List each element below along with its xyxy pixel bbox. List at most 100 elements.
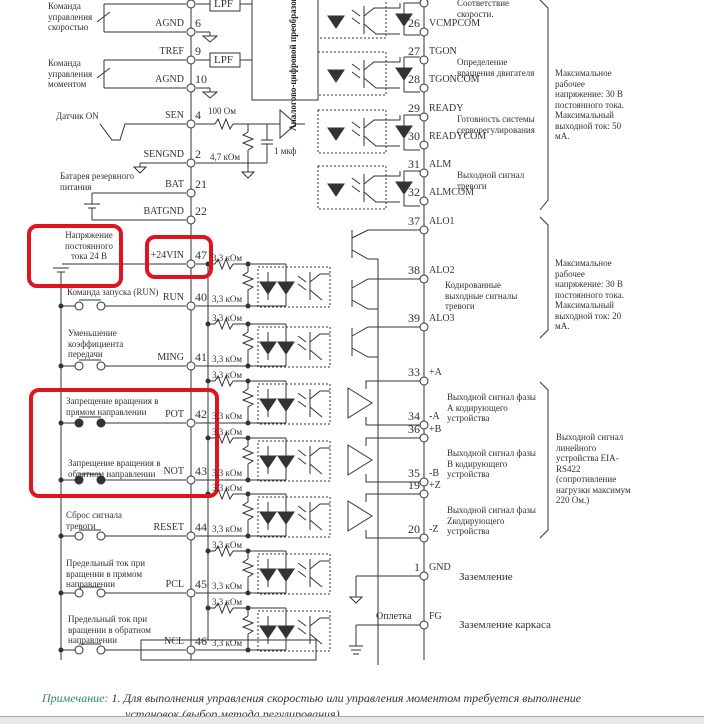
switch-contact	[96, 418, 106, 428]
light-arrow-icon	[297, 275, 307, 291]
desc-ready: Готовность системы сервoрегулирования	[457, 114, 535, 135]
pin-signal-label: BAT	[165, 179, 184, 190]
pin-number: 36	[408, 422, 420, 436]
ground-icon	[132, 166, 148, 174]
line-driver-icon	[347, 500, 373, 532]
switch-contact	[96, 645, 106, 655]
desc-alm: Выходной сигнал тревоги	[457, 170, 525, 191]
pin-signal-label: POT	[165, 409, 184, 420]
label-ncl: Предельный ток при вращении в обратном н…	[68, 614, 151, 645]
led-icon	[327, 15, 345, 29]
optocoupler-box	[257, 610, 331, 652]
resistor-value: 3,3 кОм	[212, 483, 243, 493]
pin-number: 20	[408, 522, 420, 536]
desc-fg: Заземление каркаса	[459, 619, 551, 631]
pin-number: 32	[408, 185, 420, 199]
pin-number: 37	[408, 214, 420, 228]
light-arrow-icon	[297, 562, 307, 578]
brace-note-1: Максимальное рабочее напряжение: 30 В по…	[555, 68, 624, 141]
pin-number: 42	[195, 407, 207, 421]
resistor-icon	[214, 601, 234, 615]
switch-contact	[74, 418, 84, 428]
phototransistor-icon	[309, 389, 330, 418]
pin-signal-label: ALM	[429, 159, 452, 170]
resistor-value: 3,3 кОм	[212, 411, 243, 421]
pin-number: 30	[408, 129, 420, 143]
label-pot: Запрещение вращения в прямом направлении	[66, 396, 159, 417]
resistor-icon	[214, 544, 234, 558]
resistor-icon	[241, 501, 255, 536]
pin-number: 27	[408, 44, 420, 58]
resistor-value: 3,3 кОм	[212, 597, 243, 607]
pin-number: 2	[195, 147, 201, 161]
phototransistor-icon	[363, 3, 401, 35]
resistor-value: 3,3 кОм	[212, 313, 243, 323]
desc-braid: Оплетка	[376, 611, 412, 622]
light-arrow-icon	[351, 177, 361, 193]
pin-signal-label: PCL	[165, 579, 184, 590]
potentiometer-icon	[96, 67, 111, 79]
desc-gnd: Заземление	[459, 571, 513, 583]
resistor-icon	[214, 317, 234, 331]
label-pcl: Предельный ток при вращении в прямом нап…	[66, 558, 146, 589]
phototransistor-icon	[309, 502, 330, 531]
pin-number: 4	[195, 108, 201, 122]
pin-number: 40	[195, 290, 207, 304]
ground-icon	[201, 91, 219, 99]
switch-contact	[74, 475, 84, 485]
resistor-icon	[241, 445, 255, 480]
optocoupler-box	[257, 553, 331, 595]
pin-signal-label: ALO1	[429, 216, 455, 227]
desc-vcmp: Соответствие скорости.	[457, 0, 510, 19]
label-not: Запрещение вращения в обратном направлен…	[68, 458, 161, 479]
highlight-pot-not	[29, 388, 219, 498]
lpf-label: LPF	[214, 54, 233, 66]
pin-number: 28	[408, 72, 420, 86]
light-arrow-icon	[297, 449, 307, 465]
desc-alo: Кодированные выходные сигналы тревоги	[445, 280, 518, 311]
optocoupler-box	[317, 165, 387, 210]
pin-number: 35	[408, 466, 420, 480]
pin-number: 46	[195, 634, 207, 648]
resistor-value: 3,3 кОм	[212, 524, 243, 534]
sensor-transistor	[99, 123, 186, 141]
pin-signal-label: +Z	[429, 480, 441, 491]
pin-signal-label: BATGND	[143, 206, 184, 217]
pin-signal-label: +24VIN	[150, 250, 184, 261]
ground-icon	[240, 171, 256, 179]
optocoupler-box	[317, 51, 387, 96]
resistor-icon	[214, 374, 234, 388]
resistor-value: 3,3 кОм	[212, 638, 243, 648]
pin-number: 33	[408, 365, 420, 379]
phototransistor-icon	[309, 559, 330, 588]
resistor-value: 100 Ом	[208, 106, 236, 116]
pin-signal-label: RESET	[153, 522, 184, 533]
desc-phase-b: Выходной сигнал фазы В кодирующего устро…	[447, 448, 536, 479]
diode-icon	[395, 181, 413, 195]
pin-signal-label: -B	[429, 468, 439, 479]
resistor-icon	[214, 117, 234, 131]
phototransistor-icon	[309, 332, 330, 361]
pin-signal-label: ALO3	[429, 313, 455, 324]
light-arrow-icon	[297, 335, 307, 351]
pin-number: 31	[408, 157, 420, 171]
footnote-label: Примечание:	[42, 691, 109, 705]
pin-signal-label: TGON	[429, 46, 457, 57]
resistor-icon	[241, 558, 255, 593]
pin-number: 19	[408, 478, 420, 492]
pin-number: 6	[195, 16, 201, 30]
pin-number: 39	[408, 311, 420, 325]
resistor-icon	[241, 388, 255, 423]
pin-number: 21	[195, 177, 207, 191]
adc-label: Аналогово-цифровой преобразователь	[287, 0, 298, 131]
phototransistor-icon	[309, 446, 330, 475]
label-ming: Уменьшение коэффициента передачи	[68, 328, 124, 359]
highlight-dc24v	[27, 224, 123, 288]
switch-contact	[74, 645, 84, 655]
ground-icon	[348, 596, 364, 604]
pin-signal-label: VCMPCOM	[429, 18, 481, 29]
pin-number: 22	[195, 204, 207, 218]
light-arrow-icon	[351, 121, 361, 137]
brace-note-3: Выходной сигнал линейного устройства EIA…	[556, 432, 631, 505]
light-arrow-icon	[297, 392, 307, 408]
